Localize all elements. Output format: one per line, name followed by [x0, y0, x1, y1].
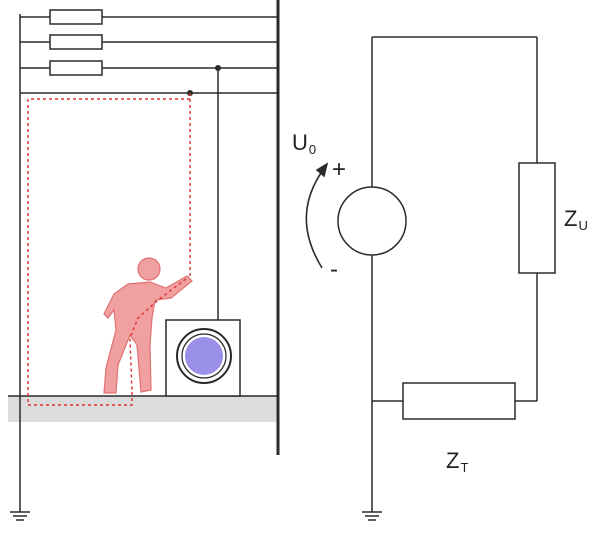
fuse-2 — [49, 34, 103, 50]
voltage-arrow — [305, 169, 324, 269]
phase-conductor-2 — [20, 34, 278, 50]
phase-conductor-1 — [20, 9, 278, 25]
person-figure — [103, 257, 193, 394]
source-voltage-label: U0 — [292, 130, 317, 157]
fault-current-path — [27, 93, 191, 406]
voltage-source — [337, 186, 407, 256]
plus-sign: + — [332, 156, 347, 183]
earth-ground-symbol-right — [362, 511, 382, 521]
voltage-arrowhead — [315, 162, 329, 178]
person-body — [103, 275, 193, 394]
body-impedance-label: ZU — [564, 206, 588, 233]
minus-sign: - — [330, 256, 338, 283]
installation-schematic — [8, 0, 280, 521]
body-impedance-resistor — [518, 162, 556, 274]
fuse-3 — [49, 60, 103, 76]
person-head — [137, 257, 161, 281]
equivalent-circuit — [305, 36, 556, 521]
phase-conductor-3 — [20, 60, 278, 76]
fuse-1 — [49, 9, 103, 25]
ground-impedance-resistor — [402, 382, 516, 420]
ground-floor — [8, 396, 278, 422]
motor-core — [185, 337, 223, 375]
earth-ground-symbol-left — [10, 511, 30, 521]
ground-impedance-label: ZT — [446, 448, 469, 475]
